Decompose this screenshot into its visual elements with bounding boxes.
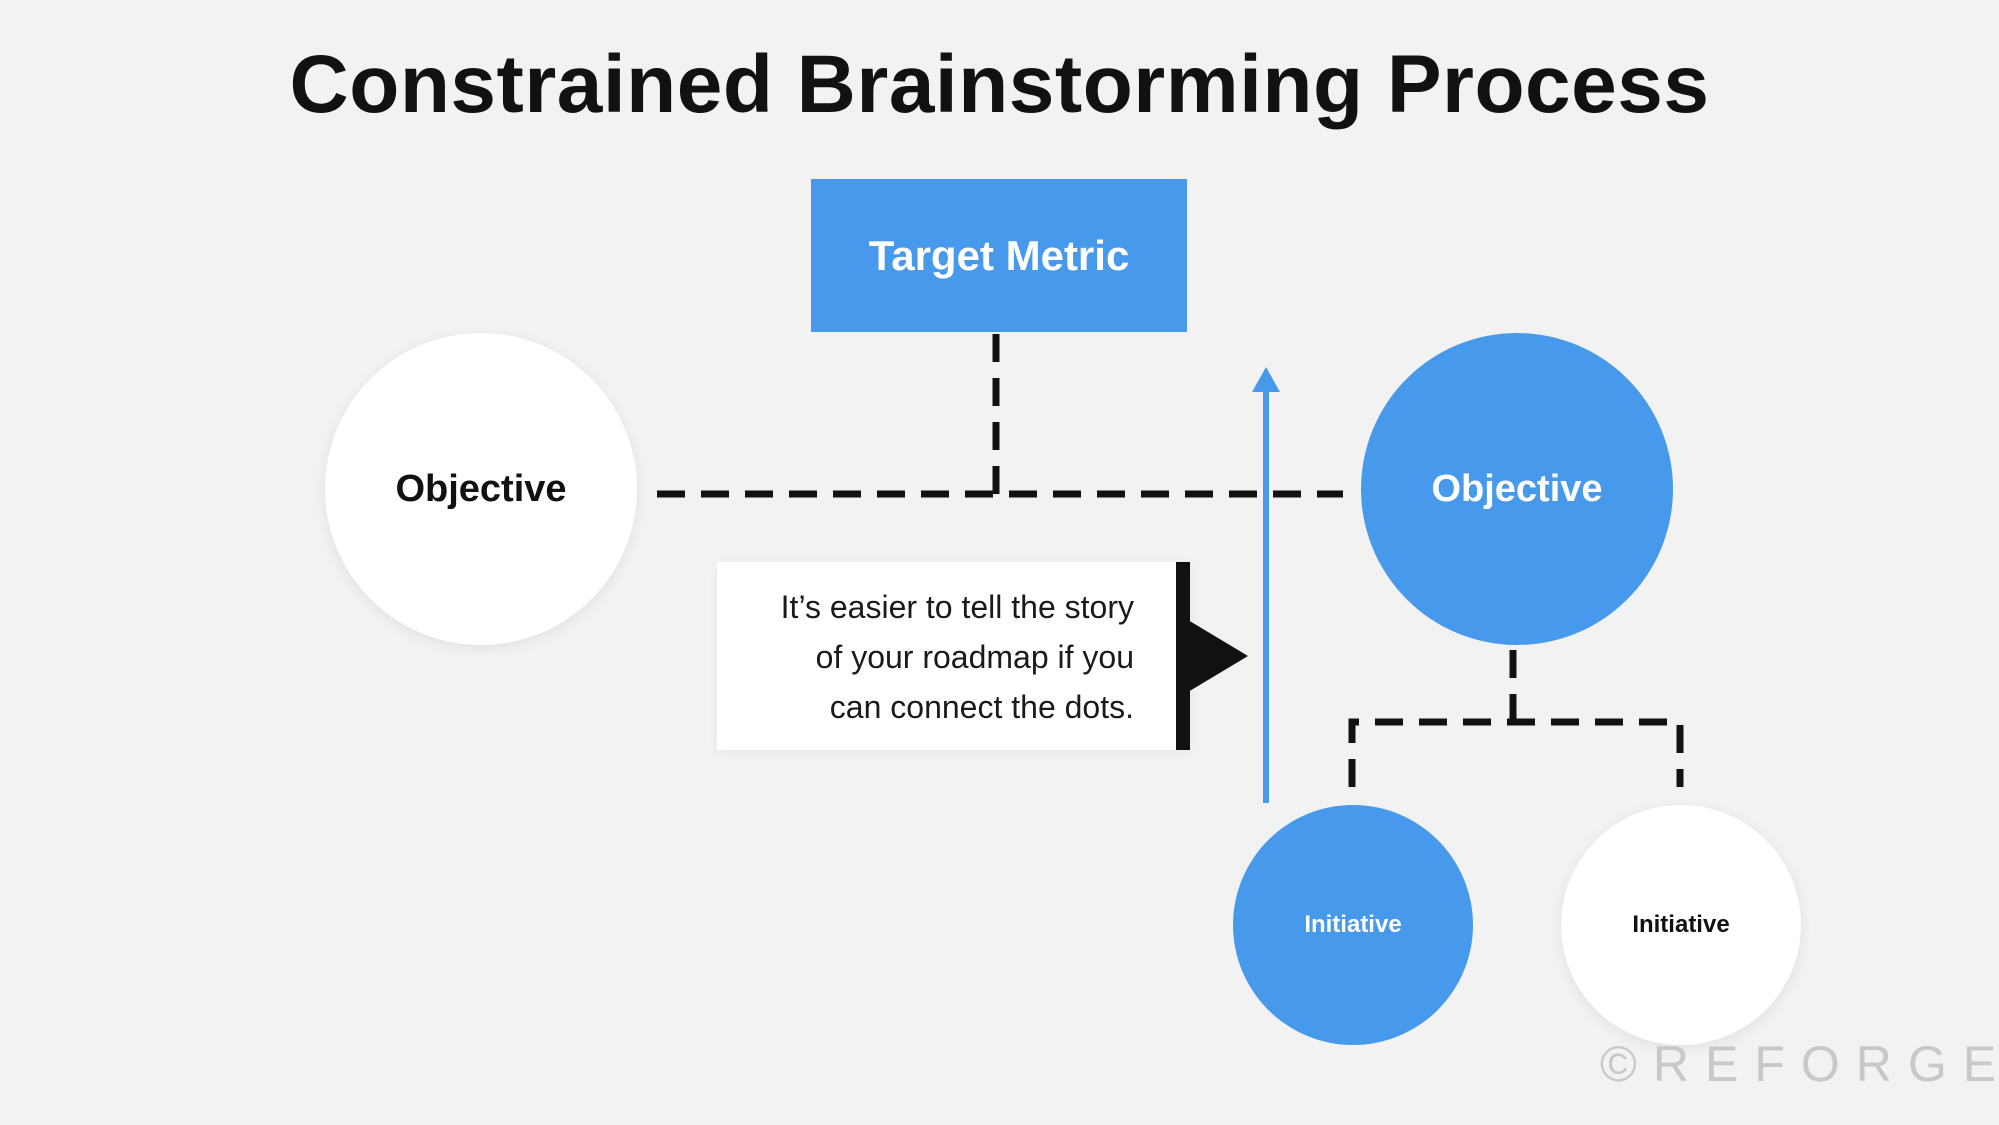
connector-initiatives-bar	[1348, 718, 1684, 787]
upward-arrow	[1252, 367, 1280, 803]
objective-circle-left: Objective	[325, 333, 637, 645]
callout-line: of your roadmap if you	[815, 639, 1134, 675]
callout-pointer	[1188, 620, 1248, 692]
reforge-watermark: ©REFORGE	[1600, 1036, 1999, 1092]
callout-line: It’s easier to tell the story	[780, 589, 1134, 625]
page-title: Constrained Brainstorming Process	[289, 39, 1710, 130]
initiative-circle-left: Initiative	[1233, 805, 1473, 1045]
initiative-circle-right: Initiative	[1561, 805, 1801, 1045]
objective-circle-right: Objective	[1361, 333, 1673, 645]
callout-line: can connect the dots.	[829, 689, 1134, 725]
target-metric-box: Target Metric	[811, 179, 1187, 332]
callout-box: It’s easier to tell the story of your ro…	[717, 562, 1190, 750]
